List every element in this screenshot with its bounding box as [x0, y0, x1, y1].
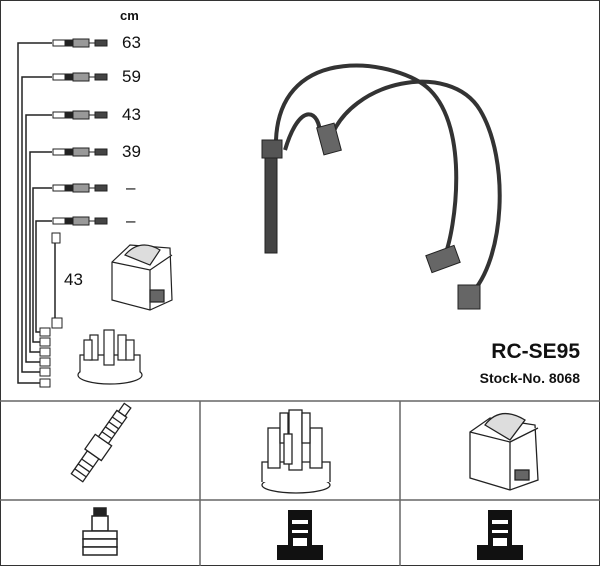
coil-terminal-icon [477, 510, 523, 560]
distributor-cap-icon [261, 409, 331, 494]
stock-number: Stock-No. 8068 [479, 370, 580, 386]
lead-length-6: – [126, 211, 136, 230]
lead-bundle [17, 42, 56, 384]
ignition-coil-small [111, 244, 173, 311]
ignition-coil-icon [469, 413, 539, 491]
ignition-cables [261, 63, 502, 310]
distributor-terminal-icon [277, 510, 323, 560]
spark-plug-terminal-icon [82, 507, 118, 556]
distributor-cap-small [77, 329, 143, 385]
lead-length-1: 63 [122, 33, 141, 52]
spark-plug-icon [70, 402, 132, 483]
lead-length-2: 59 [122, 67, 141, 86]
lead-length-5: – [126, 178, 136, 197]
grid-lines [0, 400, 600, 566]
lead-length-4: 39 [122, 142, 141, 161]
product-code: RC-SE95 [491, 340, 580, 363]
unit-label: cm [120, 8, 139, 23]
lead-connectors [39, 38, 108, 388]
lead-length-3: 43 [122, 105, 141, 124]
coil-lead-length: 43 [64, 270, 83, 289]
